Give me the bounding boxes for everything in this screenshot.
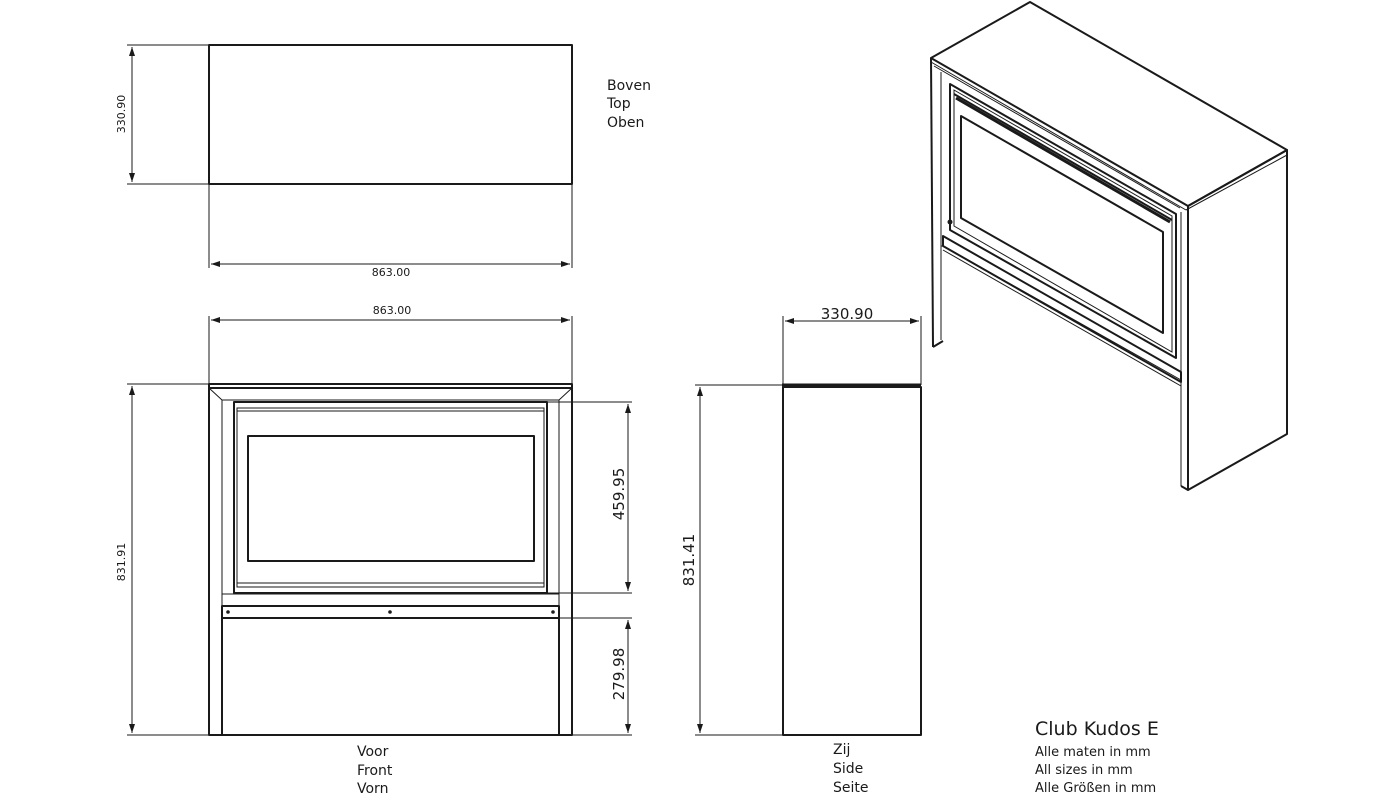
units-note-3: Alle Größen in mm <box>1035 781 1156 796</box>
front-height-dimension: 831.91 <box>115 543 128 582</box>
front-view-label-2: Front <box>357 763 393 779</box>
iso-glass <box>960 115 1164 334</box>
front-glass <box>247 435 535 562</box>
iso-door <box>949 83 1177 359</box>
title-block: Club Kudos E Alle maten in mm All sizes … <box>1035 718 1159 796</box>
side-view-outline <box>782 386 922 736</box>
product-title: Club Kudos E <box>1035 718 1159 740</box>
isometric-view <box>930 1 1288 491</box>
top-view-label-3: Oben <box>607 115 644 131</box>
front-view-label-1: Voor <box>357 744 389 760</box>
top-width-dimension: 863.00 <box>372 266 411 279</box>
side-height-dimension: 831.41 <box>680 534 698 587</box>
top-view: 330.90 863.00 Boven Top Oben <box>115 44 651 279</box>
front-base-panel <box>221 617 560 736</box>
side-view-label-2: Side <box>833 761 863 777</box>
side-view-label-1: Zij <box>833 742 850 758</box>
top-view-outline <box>208 44 573 185</box>
units-note-2: All sizes in mm <box>1035 763 1133 778</box>
front-view-label-3: Vorn <box>357 781 388 797</box>
front-view: 863.00 831.91 459.95 279.98 Voor Front V… <box>115 304 632 797</box>
top-depth-dimension: 330.90 <box>115 95 128 134</box>
window-height-dimension: 459.95 <box>610 468 628 521</box>
top-view-label-1: Boven <box>607 78 651 94</box>
front-width-dimension: 863.00 <box>373 304 412 317</box>
front-door-frame <box>233 401 548 594</box>
base-height-dimension: 279.98 <box>610 648 628 701</box>
top-view-label-2: Top <box>606 96 631 112</box>
units-note-1: Alle maten in mm <box>1035 745 1151 760</box>
side-depth-dimension: 330.90 <box>821 305 874 323</box>
side-view: 330.90 831.41 Zij Side Seite <box>680 305 922 796</box>
iso-side-face <box>1187 149 1288 491</box>
side-view-label-3: Seite <box>833 780 869 796</box>
